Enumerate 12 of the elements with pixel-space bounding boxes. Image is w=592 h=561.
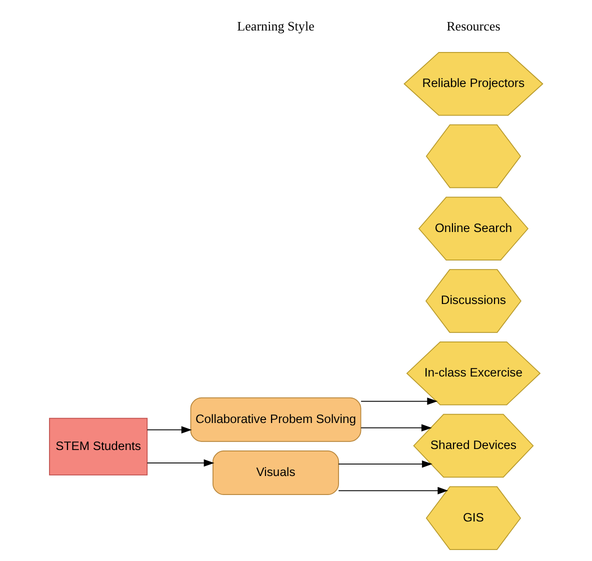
arrow bbox=[146, 459, 214, 467]
arrow bbox=[338, 486, 448, 494]
arrow bbox=[360, 424, 432, 432]
node-box: STEM Students bbox=[49, 418, 148, 476]
arrow bbox=[146, 426, 192, 434]
node-box: Visuals bbox=[212, 450, 339, 495]
arrow bbox=[338, 460, 432, 468]
label: Learning Style bbox=[237, 18, 314, 34]
node-box: Collaborative Probem Solving bbox=[190, 397, 362, 442]
label: Resources bbox=[446, 18, 500, 34]
node-hexagon bbox=[426, 124, 522, 188]
arrow bbox=[360, 398, 438, 405]
